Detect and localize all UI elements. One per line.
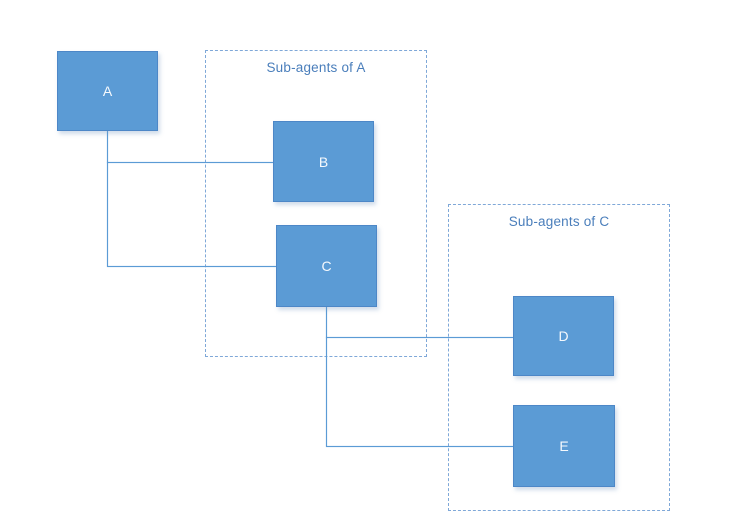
group-sub-agents-of-a: Sub-agents of A: [205, 50, 427, 357]
node-e[interactable]: E: [513, 405, 615, 487]
node-b[interactable]: B: [273, 121, 374, 202]
node-a[interactable]: A: [57, 51, 158, 131]
connector-a-stem: [107, 131, 109, 266]
node-a-label: A: [102, 83, 113, 99]
group-sub-agents-of-c-label: Sub-agents of C: [508, 214, 610, 229]
connector-c-stem: [326, 307, 328, 446]
connector-a-to-b: [107, 162, 273, 164]
node-c[interactable]: C: [276, 225, 377, 307]
node-d[interactable]: D: [513, 296, 614, 376]
connector-c-to-e: [326, 446, 513, 448]
connector-a-to-c: [107, 266, 276, 268]
group-sub-agents-of-a-label: Sub-agents of A: [266, 60, 366, 75]
node-e-label: E: [559, 438, 569, 454]
connector-c-to-d: [326, 337, 513, 339]
group-sub-agents-of-c: Sub-agents of C: [448, 204, 670, 511]
node-d-label: D: [558, 328, 569, 344]
node-b-label: B: [318, 153, 329, 170]
node-c-label: C: [321, 258, 332, 274]
